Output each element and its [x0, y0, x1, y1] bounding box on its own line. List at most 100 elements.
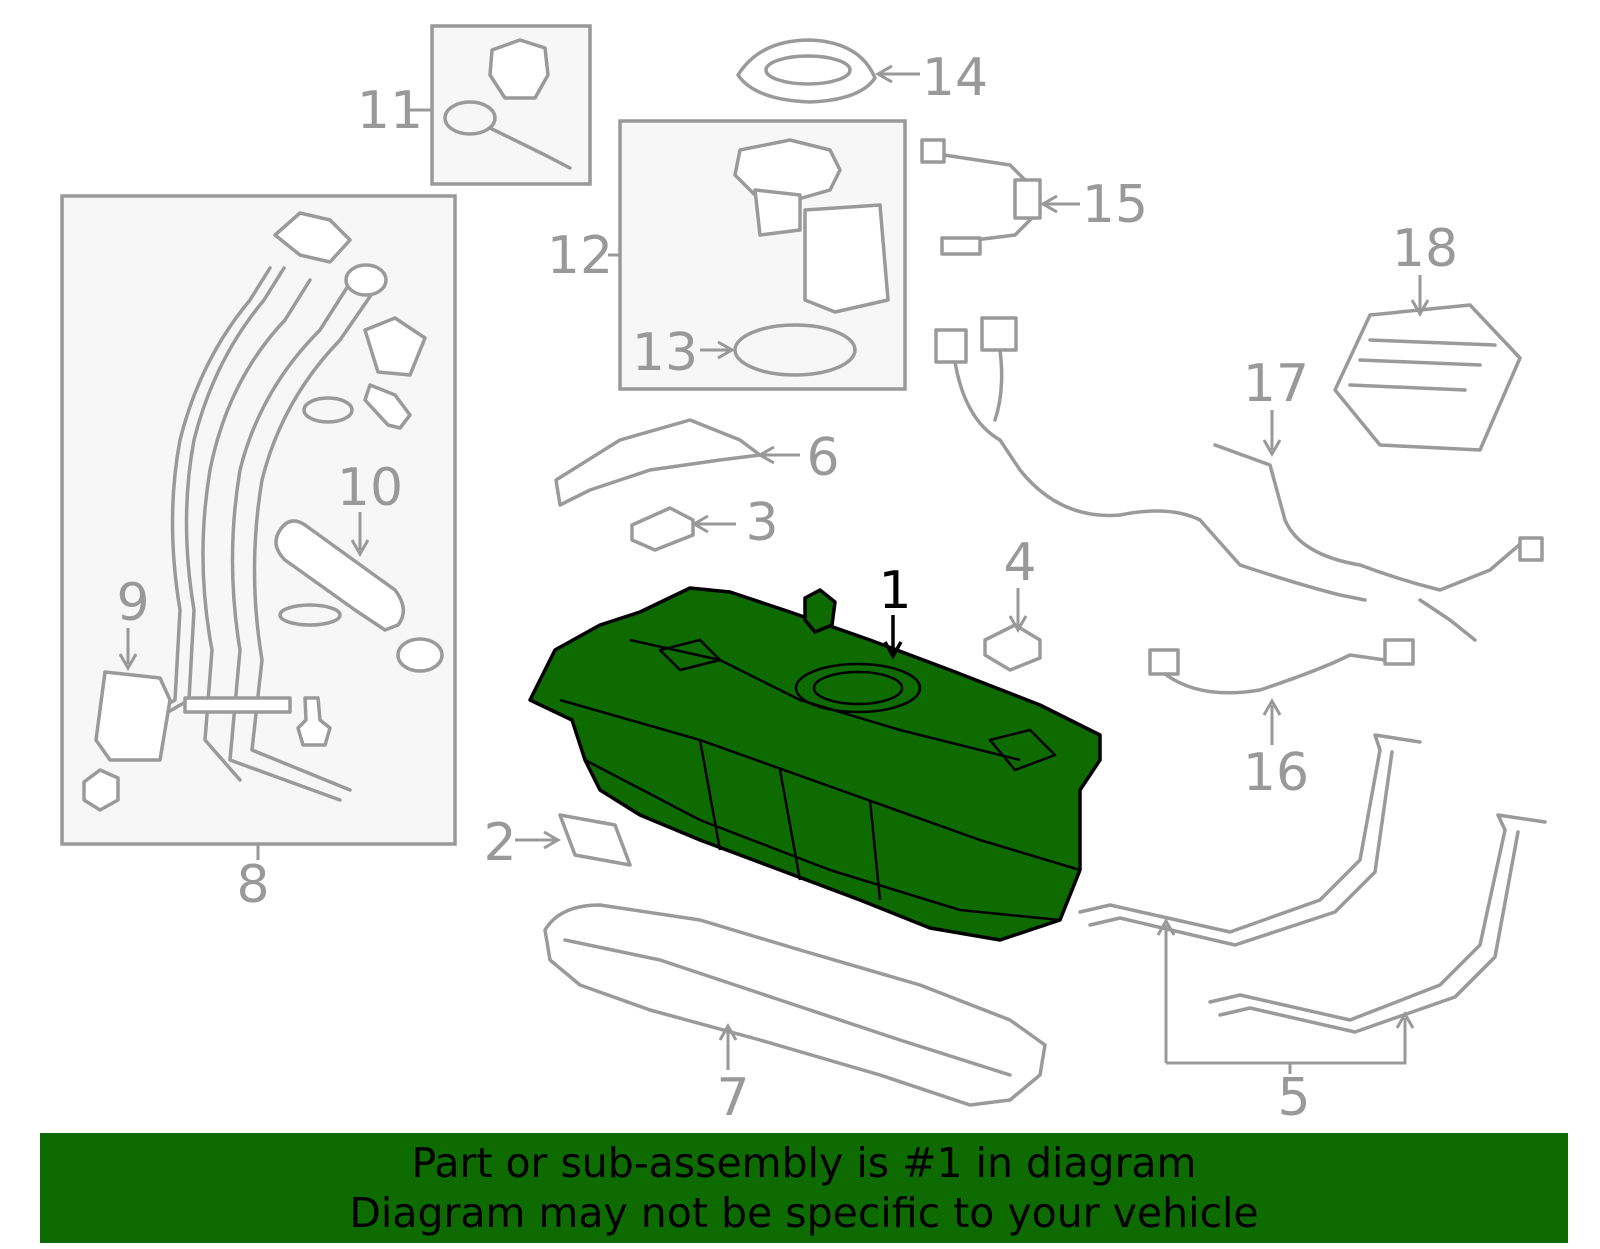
- leader-18: [1410, 275, 1430, 318]
- callout-13: 13: [632, 323, 698, 383]
- leader-16: [1262, 697, 1282, 745]
- bolt-upper: [363, 383, 412, 430]
- tank-strap-front-outline: [1088, 750, 1394, 947]
- tank-pump-opening: [794, 662, 922, 714]
- skid-plate-rib: [563, 938, 1012, 1077]
- jumper-connector-right: [1383, 638, 1415, 666]
- leader-15: [1039, 194, 1080, 214]
- notice-line-2: Diagram may not be specific to your vehi…: [349, 1189, 1259, 1237]
- callout-4: 4: [1003, 533, 1036, 593]
- tank-straps-group: 5: [1078, 733, 1547, 1128]
- pump-flange: [733, 138, 842, 202]
- harness-main-wire: [953, 360, 1367, 602]
- callout-17: 17: [1243, 354, 1309, 414]
- notice-banner: Part or sub-assembly is #1 in diagram Di…: [40, 1133, 1568, 1243]
- jumper-harness-group: 16: [1148, 638, 1415, 803]
- fuel-cap: [488, 38, 550, 100]
- hose-clamp-upper: [302, 396, 354, 424]
- callout-5: 5: [1277, 1068, 1310, 1128]
- heat-shield-group: 6: [554, 418, 840, 507]
- jumper-wire: [1163, 653, 1387, 695]
- vent-tube: [138, 266, 272, 722]
- callout-18: 18: [1392, 219, 1458, 279]
- filler-pipe-outline: [250, 283, 380, 792]
- evap-canister: [1333, 303, 1522, 452]
- fuel-cap-group: 11: [357, 24, 592, 186]
- filler-pipe: [228, 273, 357, 802]
- cap-tether: [488, 126, 572, 170]
- leader-5: [1156, 917, 1415, 1074]
- filler-neck: [344, 263, 388, 297]
- callout-10: 10: [337, 458, 403, 518]
- callout-8: 8: [236, 855, 269, 915]
- tank-seam-flange: [584, 758, 1061, 922]
- hose-clamp-lower: [278, 603, 342, 627]
- leader-14: [874, 64, 920, 84]
- callout-14: 14: [922, 48, 988, 108]
- tank-pad-left: [658, 638, 722, 672]
- vent-tube-outline: [152, 266, 286, 722]
- fuel-tank-group[interactable]: 1: [528, 561, 1102, 942]
- check-valve: [94, 670, 172, 762]
- pump-reservoir: [803, 203, 890, 314]
- callout-15: 15: [1082, 175, 1148, 235]
- leader-10: [350, 512, 370, 558]
- callout-16: 16: [1243, 743, 1309, 803]
- leader-17: [1262, 410, 1282, 458]
- tank-upper-contour: [629, 638, 1021, 762]
- callout-2: 2: [483, 813, 516, 873]
- sender-connector-bottom: [940, 236, 982, 256]
- sender-wire-group: 15: [920, 138, 1148, 256]
- lock-ring: [736, 38, 877, 104]
- lock-ring-group: 14: [736, 38, 988, 108]
- tank-pump-opening-inner: [812, 670, 904, 706]
- insulator-3-group: 3: [630, 493, 779, 553]
- pipe-bracket: [183, 696, 292, 714]
- notice-line-1: Part or sub-assembly is #1 in diagram: [411, 1139, 1197, 1187]
- tank-strap-front: [1078, 733, 1422, 934]
- filler-tube-inner: [201, 278, 312, 782]
- leader-13: [700, 340, 736, 360]
- wiring-harness-group: 17: [934, 316, 1544, 642]
- insulator-4: [983, 623, 1042, 672]
- harness-tail: [1418, 598, 1477, 642]
- fuel-tank[interactable]: [528, 586, 1102, 942]
- insulator-4-group: 4: [983, 533, 1042, 672]
- leader-1: [883, 615, 903, 660]
- tank-straps-grooves: [698, 739, 882, 901]
- skid-plate-group: 7: [543, 903, 1047, 1128]
- lock-ring-inner: [764, 54, 852, 86]
- leader-2: [515, 830, 562, 850]
- tank-pad: [988, 728, 1057, 772]
- tank-vent-valve: [803, 588, 837, 634]
- fuel-pump-group: 12 13: [547, 119, 907, 391]
- harness-connector-a: [934, 328, 968, 364]
- leader-7: [718, 1022, 738, 1070]
- callout-3: 3: [745, 493, 778, 553]
- tank-seam-middle: [559, 698, 1081, 872]
- callout-1: 1: [878, 561, 911, 621]
- callout-9: 9: [116, 573, 149, 633]
- heat-shield: [554, 418, 762, 507]
- evap-canister-group: 18: [1333, 219, 1522, 452]
- harness-connector-end: [1518, 536, 1544, 562]
- insulator-2-group: 2: [483, 813, 632, 873]
- leader-3: [690, 514, 736, 534]
- leader-4: [1008, 588, 1028, 634]
- callout-7: 7: [716, 1068, 749, 1128]
- harness-connector-b: [980, 316, 1018, 352]
- cap-tether-ring: [443, 100, 497, 136]
- sender-unit: [1013, 178, 1042, 220]
- hose-clamp-right: [396, 637, 444, 673]
- filler-hose: [274, 519, 405, 632]
- valve-connector: [82, 768, 120, 812]
- pump-body: [753, 188, 802, 237]
- filler-cap-housing: [273, 211, 352, 264]
- leader-9: [118, 628, 138, 672]
- sender-connector-top: [920, 138, 946, 164]
- insulator-3: [630, 506, 695, 552]
- harness-second-wire: [1213, 443, 1527, 592]
- callout-6: 6: [806, 428, 839, 488]
- leader-6: [756, 445, 800, 465]
